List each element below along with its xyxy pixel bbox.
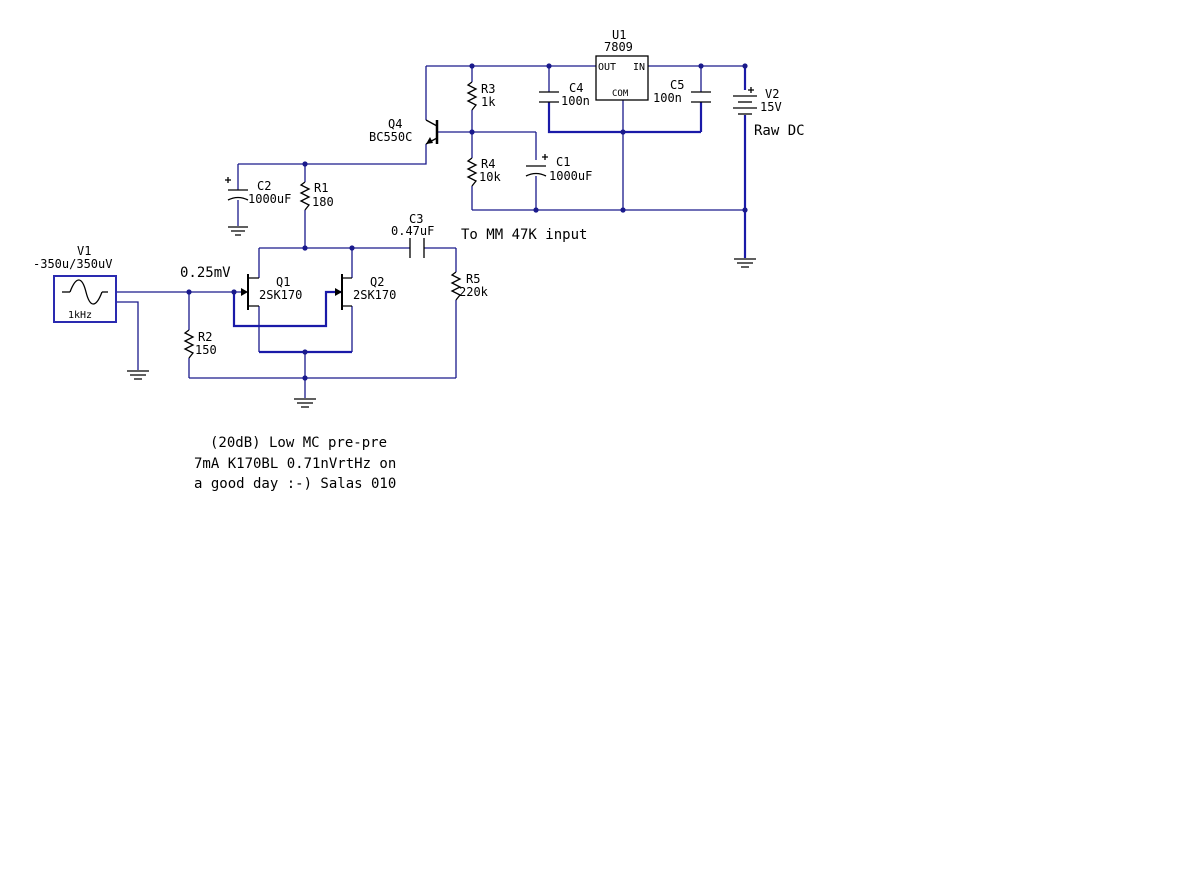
ground-symbols bbox=[127, 226, 756, 408]
ground-icon bbox=[294, 398, 316, 408]
output-note: To MM 47K input bbox=[461, 227, 587, 243]
ground-icon bbox=[228, 226, 248, 236]
q2-name: Q2 bbox=[370, 275, 384, 289]
v2-name: V2 bbox=[765, 87, 779, 101]
ground-icon bbox=[734, 258, 756, 268]
u1-name: U1 bbox=[612, 28, 626, 42]
capacitor-c1: C1 1000uF bbox=[525, 154, 592, 183]
resistor-r4: R4 10k bbox=[466, 157, 501, 187]
resistor-r1: R1 180 bbox=[299, 181, 334, 211]
u1-pin-out: OUT bbox=[598, 62, 616, 73]
c4-value: 100n bbox=[561, 94, 590, 108]
q1-part: 2SK170 bbox=[259, 288, 302, 302]
r2-name: R2 bbox=[198, 330, 212, 344]
c3-name: C3 bbox=[409, 212, 423, 226]
q2-part: 2SK170 bbox=[353, 288, 396, 302]
ground-icon bbox=[127, 370, 149, 380]
description-line-1: (20dB) Low MC pre-pre bbox=[210, 435, 387, 451]
c2-value: 1000uF bbox=[248, 192, 291, 206]
r4-value: 10k bbox=[479, 170, 501, 184]
c2-name: C2 bbox=[257, 179, 271, 193]
junction-dots bbox=[186, 63, 748, 381]
input-level-label: 0.25mV bbox=[180, 265, 231, 281]
capacitor-c5: C5 100n bbox=[653, 78, 711, 105]
u1-part: 7809 bbox=[604, 40, 633, 54]
u1-pin-com: COM bbox=[612, 89, 629, 99]
r4-name: R4 bbox=[481, 157, 495, 171]
q1-name: Q1 bbox=[276, 275, 290, 289]
capacitor-c2: C2 1000uF bbox=[225, 177, 291, 206]
capacitor-c3: C3 0.47uF bbox=[391, 212, 434, 258]
v1-freq: 1kHz bbox=[68, 310, 92, 321]
r5-name: R5 bbox=[466, 272, 480, 286]
r2-value: 150 bbox=[195, 343, 217, 357]
resistor-r2: R2 150 bbox=[183, 329, 217, 359]
c3-value: 0.47uF bbox=[391, 224, 434, 238]
r3-value: 1k bbox=[481, 95, 496, 109]
regulator-u1: U1 7809 OUT IN COM bbox=[595, 28, 649, 101]
resistor-r3: R3 1k bbox=[466, 81, 496, 111]
resistor-r5: R5 220k bbox=[450, 271, 489, 301]
c1-name: C1 bbox=[556, 155, 570, 169]
transistor-q4: Q4 BC550C bbox=[369, 117, 439, 145]
r1-name: R1 bbox=[314, 181, 328, 195]
q4-name: Q4 bbox=[388, 117, 402, 131]
annotations: 0.25mV To MM 47K input (20dB) Low MC pre… bbox=[180, 227, 587, 492]
v1-name: V1 bbox=[77, 244, 91, 258]
r3-name: R3 bbox=[481, 82, 495, 96]
c5-value: 100n bbox=[653, 91, 682, 105]
battery-v2: V2 15V Raw DC bbox=[733, 87, 805, 139]
r5-value: 220k bbox=[459, 285, 489, 299]
v2-note: Raw DC bbox=[754, 123, 805, 139]
r1-value: 180 bbox=[312, 195, 334, 209]
v1-value: -350u/350uV bbox=[33, 257, 112, 271]
c4-name: C4 bbox=[569, 81, 583, 95]
u1-pin-in: IN bbox=[633, 62, 645, 73]
description-line-3: a good day :-) Salas 010 bbox=[194, 476, 396, 492]
signal-generator-v1: 1kHz V1 -350u/350uV bbox=[33, 244, 117, 323]
description-line-2: 7mA K170BL 0.71nVrtHz on bbox=[194, 456, 396, 472]
c5-name: C5 bbox=[670, 78, 684, 92]
q4-part: BC550C bbox=[369, 130, 412, 144]
c1-value: 1000uF bbox=[549, 169, 592, 183]
jfet-q1: Q1 2SK170 bbox=[241, 274, 302, 310]
v2-value: 15V bbox=[760, 100, 782, 114]
jfet-q2: Q2 2SK170 bbox=[335, 274, 396, 310]
capacitor-c4: C4 100n bbox=[539, 81, 590, 108]
